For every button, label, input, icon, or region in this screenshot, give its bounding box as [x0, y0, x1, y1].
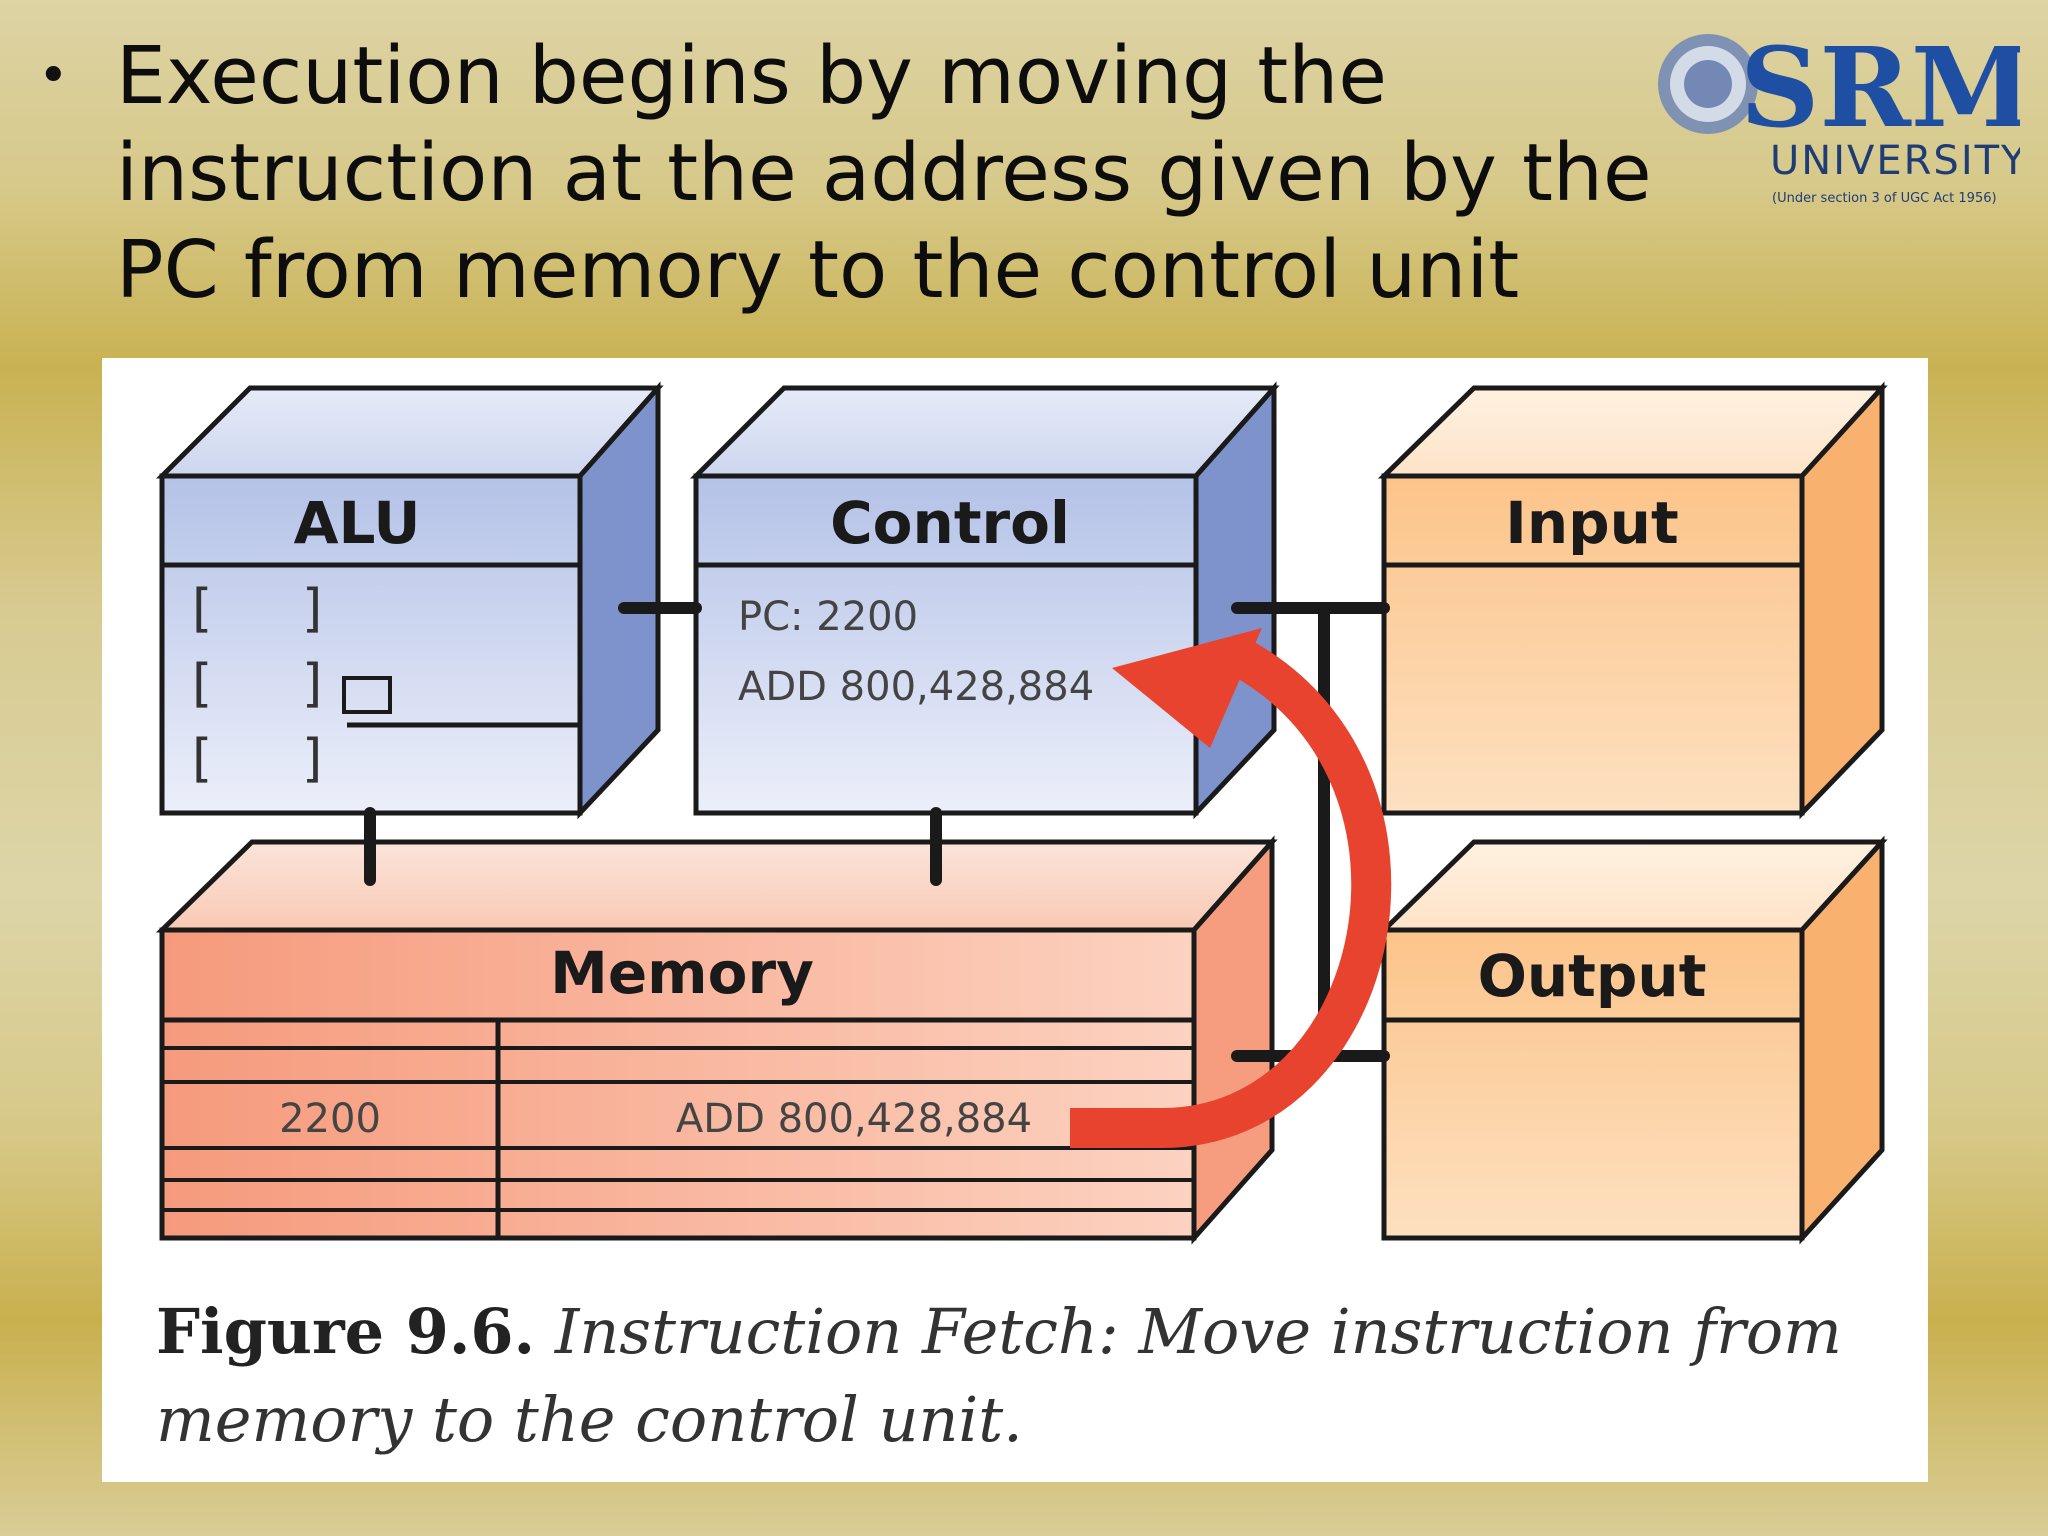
input-label: Input: [1505, 489, 1678, 557]
alu-register-bracket: ]: [302, 654, 322, 714]
srm-university-logo: SRM UNIVERSITY (Under section 3 of UGC A…: [1640, 23, 2033, 216]
instruction-fetch-figure: ALU [ ] [ ] [ ] Control PC: 2200 ADD 800…: [102, 358, 1928, 1482]
alu-register-bracket: [: [192, 654, 212, 714]
control-box: Control PC: 2200 ADD 800,428,884: [689, 381, 1280, 820]
figure-caption: Figure 9.6. Instruction Fetch: Move inst…: [156, 1288, 1876, 1464]
control-label: Control: [830, 489, 1070, 557]
alu-register-bracket: ]: [302, 579, 322, 639]
memory-contents: ADD 800,428,884: [676, 1096, 1032, 1142]
bullet-text: Execution begins by moving the instructi…: [116, 30, 1652, 316]
bullet-marker: •: [38, 46, 69, 106]
figure-caption-text: Instruction Fetch: Move instruction from…: [156, 1295, 1842, 1456]
program-counter: PC: 2200: [738, 594, 918, 640]
input-box: Input: [1377, 381, 1888, 820]
svg-text:UNIVERSITY: UNIVERSITY: [1770, 138, 2020, 184]
alu-box: ALU [ ] [ ] [ ]: [155, 381, 664, 820]
alu-label: ALU: [294, 489, 421, 557]
figure-number: Figure 9.6.: [156, 1295, 536, 1368]
memory-address: 2200: [279, 1096, 381, 1142]
output-label: Output: [1478, 942, 1707, 1010]
output-box: Output: [1377, 835, 1888, 1245]
alu-register-bracket: [: [192, 729, 212, 789]
fetch-arrow: [1070, 628, 1392, 1148]
svg-text:SRM: SRM: [1740, 26, 2020, 152]
alu-register-bracket: [: [192, 579, 212, 639]
svg-text:(Under section 3 of UGC Act 19: (Under section 3 of UGC Act 1956): [1772, 191, 1997, 206]
memory-label: Memory: [550, 939, 814, 1007]
memory-box: Memory 2200 ADD 800,428,884: [155, 835, 1278, 1245]
instruction-register: ADD 800,428,884: [738, 664, 1094, 710]
alu-register-bracket: ]: [302, 729, 322, 789]
